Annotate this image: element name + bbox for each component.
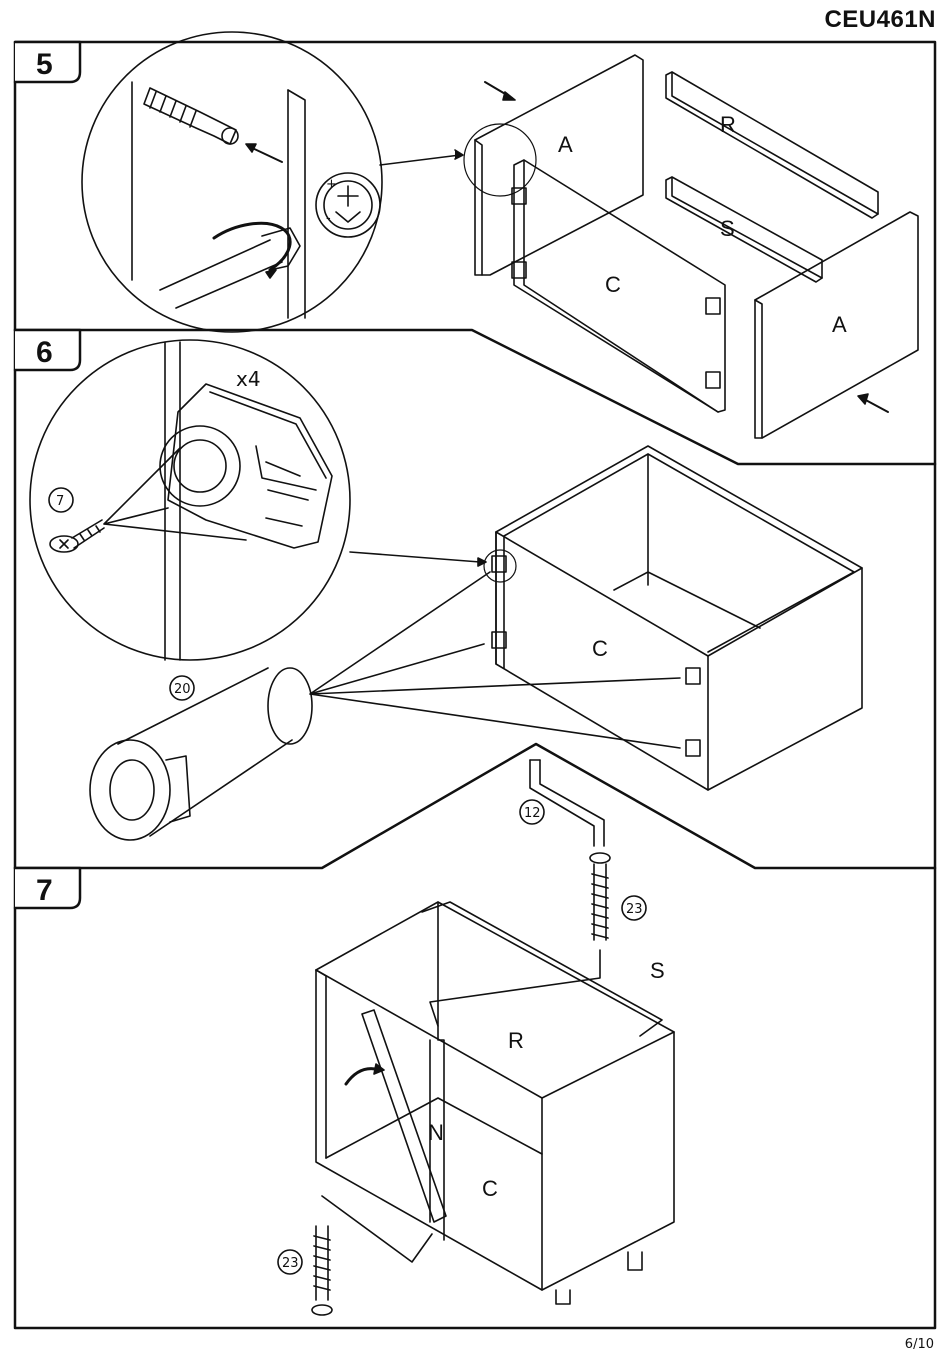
leg-screw-top-icon (590, 853, 610, 940)
step-5-tab: 5 (15, 42, 80, 82)
step-5-divider (15, 330, 935, 464)
screwdriver-icon (160, 223, 300, 308)
step-5-rail-r: R (666, 72, 878, 218)
svg-text:+: + (326, 177, 337, 192)
label-s: S (720, 216, 735, 241)
svg-text:-: - (326, 211, 331, 226)
screw-icon (50, 520, 104, 552)
page-number: 6/10 (905, 1337, 934, 1352)
step-6-divider (15, 744, 935, 868)
quantity-label: x4 (236, 367, 261, 391)
step-5-number: 5 (36, 48, 53, 81)
part-20-callout: 20 (170, 676, 194, 700)
step-7-cabinet: R N C (316, 902, 674, 1304)
step-6-cabinet: C (484, 446, 862, 790)
step-7-leader (430, 950, 600, 1026)
label-c: C (605, 272, 621, 297)
label-c-step6: C (592, 636, 608, 661)
label-c-step7: C (482, 1176, 498, 1201)
label-r-step7: R (508, 1028, 524, 1053)
step-5-detail-circle: + - (82, 32, 382, 332)
step-6-number: 6 (36, 336, 53, 369)
label-a-right: A (832, 312, 847, 337)
step-5-leader (380, 155, 460, 165)
part-7-callout: 7 (49, 488, 73, 512)
label-r: R (720, 112, 736, 137)
label-s-step7: S (650, 958, 665, 983)
part-23-top-number: 23 (626, 902, 643, 917)
leg-screw-bottom-icon (312, 1226, 332, 1315)
label-n: N (428, 1120, 444, 1145)
cam-dowel-icon (144, 88, 238, 144)
step-5-panel-a-right: A (755, 212, 918, 438)
step-7-leader-bottom (322, 1196, 432, 1262)
step-6-leader (350, 552, 480, 562)
part-20-number: 20 (174, 682, 191, 697)
part-12-callout: 12 (520, 800, 544, 824)
step-6-tab: 6 (15, 330, 80, 370)
step-5-panel-a-left: A (464, 55, 643, 275)
step-7-number: 7 (36, 874, 53, 907)
part-23-top-callout: 23 (622, 896, 646, 920)
step-6-detail-circle (30, 340, 350, 660)
step-5-panel-c: C (512, 160, 725, 412)
part-23-bottom-callout: 23 (278, 1250, 302, 1274)
dowel-icon (90, 668, 312, 840)
part-12-number: 12 (524, 806, 541, 821)
step-6-leaders (310, 572, 680, 748)
part-7-number: 7 (56, 494, 64, 509)
step-7-tab: 7 (15, 868, 80, 908)
label-a-left: A (558, 132, 573, 157)
part-23-bottom-number: 23 (282, 1256, 299, 1271)
step-5-rail-s: S (666, 177, 822, 282)
